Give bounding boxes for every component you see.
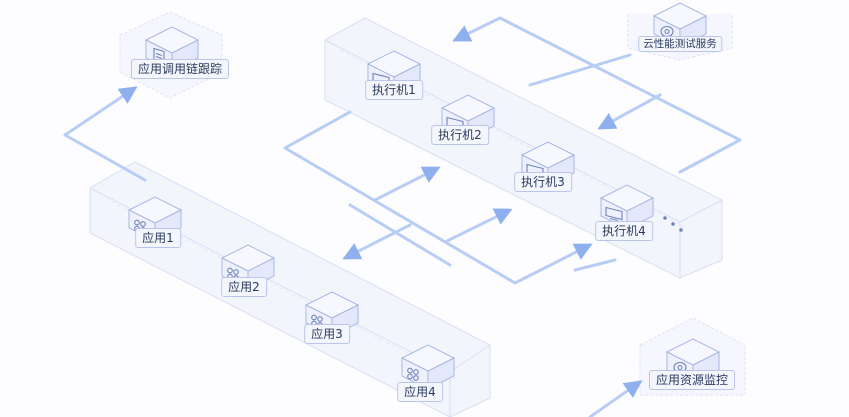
app-2-label: 应用2 — [221, 277, 267, 297]
app-grid-icon — [407, 367, 419, 381]
monitor-icon — [605, 206, 623, 222]
executor-1-label: 执行机1 — [365, 80, 423, 100]
monitor-label: 应用资源监控 — [648, 370, 736, 390]
flow-cloud-down-2 — [597, 93, 662, 130]
executor-4-label: 执行机4 — [595, 221, 653, 241]
trace-label: 应用调用链跟踪 — [130, 59, 230, 79]
flow-mid-1 — [373, 166, 441, 202]
flow-left-loop — [283, 110, 593, 285]
flow-app-to-trace — [63, 86, 147, 182]
flow-bottom-right — [588, 380, 643, 417]
flow-lines — [63, 16, 742, 417]
executor-2-label: 执行机2 — [431, 125, 489, 145]
flow-mid-3 — [342, 223, 412, 260]
flow-cloud-down-1 — [528, 53, 632, 87]
app-1-label: 应用1 — [135, 228, 181, 248]
cloud-perf-label: 云性能测试服务 — [638, 36, 722, 52]
app-3-label: 应用3 — [304, 324, 350, 344]
trace-box — [144, 26, 200, 72]
cloud-perf-box — [652, 2, 708, 48]
app-4-label: 应用4 — [397, 382, 443, 402]
flow-top-right-loop — [498, 16, 742, 174]
flow-exec-to-app — [348, 203, 452, 267]
executor-3-label: 执行机3 — [514, 172, 572, 192]
flow-right-down — [573, 258, 617, 272]
flow-mid-2 — [443, 208, 513, 244]
more-executors-dots — [663, 216, 683, 232]
flow-top-left — [452, 16, 502, 42]
